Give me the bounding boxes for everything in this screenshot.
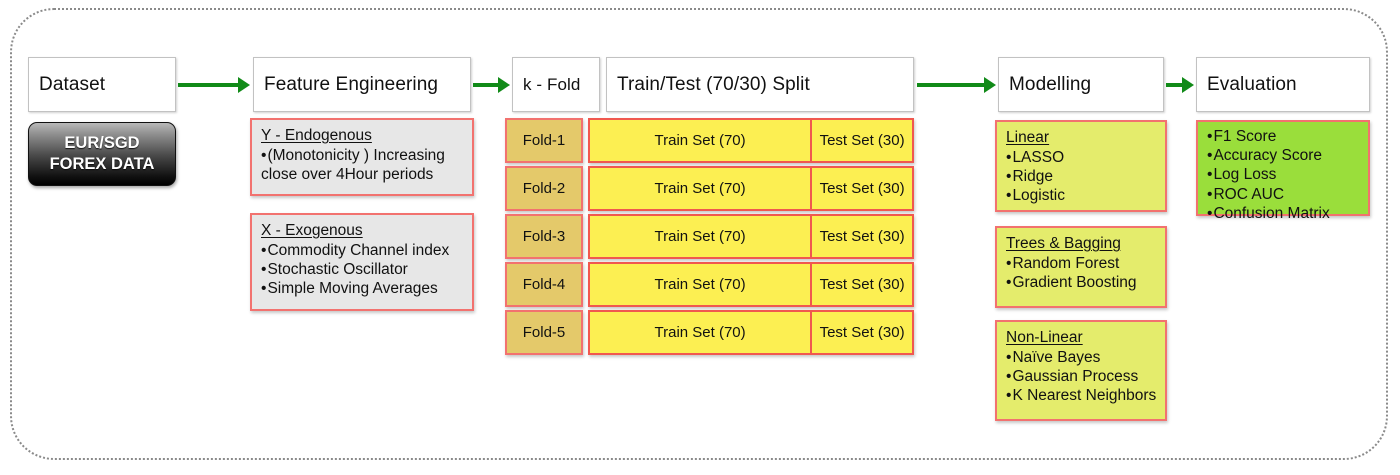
- list-item: Confusion Matrix: [1207, 204, 1360, 223]
- card-list-x-exogenous: Commodity Channel index Stochastic Oscil…: [261, 241, 464, 299]
- train-set-cell: Train Set (70): [590, 312, 813, 353]
- train-set-cell: Train Set (70): [590, 168, 813, 209]
- arrow-shaft: [917, 83, 985, 87]
- card-list-linear: LASSO Ridge Logistic: [1006, 148, 1157, 206]
- arrow-shaft: [473, 83, 499, 87]
- list-item: (Monotonicity ) Increasing: [261, 146, 464, 165]
- card-trees-bagging-models[interactable]: Trees & Bagging Random Forest Gradient B…: [995, 226, 1167, 308]
- card-x-exogenous[interactable]: X - Exogenous Commodity Channel index St…: [250, 213, 474, 311]
- arrow-feature-engineering-to-k-fold: [473, 76, 510, 94]
- stage-box-modelling[interactable]: Modelling: [998, 57, 1164, 112]
- card-title-x-exogenous: X - Exogenous: [261, 222, 363, 239]
- list-item: ROC AUC: [1207, 185, 1360, 204]
- arrow-dataset-to-feature-engineering: [178, 76, 250, 94]
- arrow-head: [984, 77, 996, 93]
- split-row-3[interactable]: Train Set (70) Test Set (30): [588, 214, 914, 259]
- train-set-cell: Train Set (70): [590, 120, 813, 161]
- list-item: Random Forest: [1006, 254, 1157, 273]
- stage-box-dataset[interactable]: Dataset: [28, 57, 176, 112]
- stage-label-k-fold: k - Fold: [523, 74, 581, 94]
- fold-label-1[interactable]: Fold-1: [505, 118, 583, 163]
- card-title-trees-bagging: Trees & Bagging: [1006, 235, 1121, 252]
- arrow-shaft: [178, 83, 239, 87]
- split-row-1[interactable]: Train Set (70) Test Set (30): [588, 118, 914, 163]
- fold-label-4[interactable]: Fold-4: [505, 262, 583, 307]
- train-set-cell: Train Set (70): [590, 216, 813, 257]
- card-non-linear-models[interactable]: Non-Linear Naïve Bayes Gaussian Process …: [995, 320, 1167, 421]
- arrow-head: [238, 77, 250, 93]
- list-item-continuation: close over 4Hour periods: [261, 166, 434, 184]
- stage-label-modelling: Modelling: [1009, 73, 1092, 95]
- stage-box-evaluation[interactable]: Evaluation: [1196, 57, 1370, 112]
- arrow-modelling-to-evaluation: [1166, 76, 1194, 94]
- card-y-endogenous[interactable]: Y - Endogenous (Monotonicity ) Increasin…: [250, 118, 474, 196]
- card-list-non-linear: Naïve Bayes Gaussian Process K Nearest N…: [1006, 348, 1157, 406]
- diagram-outer-frame: [10, 8, 1388, 460]
- dataset-chip-line-2: FOREX DATA: [49, 155, 155, 173]
- stage-label-train-test-split: Train/Test (70/30) Split: [617, 73, 810, 95]
- test-set-cell: Test Set (30): [812, 264, 912, 305]
- list-item: F1 Score: [1207, 127, 1360, 146]
- fold-label-3[interactable]: Fold-3: [505, 214, 583, 259]
- stage-label-evaluation: Evaluation: [1207, 73, 1297, 95]
- list-item: LASSO: [1006, 148, 1157, 167]
- list-item: Gaussian Process: [1006, 367, 1157, 386]
- split-row-4[interactable]: Train Set (70) Test Set (30): [588, 262, 914, 307]
- arrow-head: [1182, 77, 1194, 93]
- card-list-y-endogenous: (Monotonicity ) Increasing close over 4H…: [261, 146, 464, 184]
- stage-box-feature-engineering[interactable]: Feature Engineering: [253, 57, 471, 112]
- fold-label-5[interactable]: Fold-5: [505, 310, 583, 355]
- train-set-cell: Train Set (70): [590, 264, 813, 305]
- list-item: Gradient Boosting: [1006, 273, 1157, 292]
- test-set-cell: Test Set (30): [812, 120, 912, 161]
- card-linear-models[interactable]: Linear LASSO Ridge Logistic: [995, 120, 1167, 212]
- split-row-5[interactable]: Train Set (70) Test Set (30): [588, 310, 914, 355]
- stage-label-feature-engineering: Feature Engineering: [264, 73, 439, 95]
- test-set-cell: Test Set (30): [812, 168, 912, 209]
- arrow-head: [498, 77, 510, 93]
- dataset-chip[interactable]: EUR/SGD FOREX DATA: [28, 122, 176, 186]
- stage-box-train-test-split[interactable]: Train/Test (70/30) Split: [606, 57, 914, 112]
- fold-label-2[interactable]: Fold-2: [505, 166, 583, 211]
- stage-box-k-fold[interactable]: k - Fold: [512, 57, 600, 112]
- list-item: Simple Moving Averages: [261, 279, 464, 298]
- list-item: Log Loss: [1207, 165, 1360, 184]
- card-title-linear: Linear: [1006, 129, 1050, 146]
- split-row-2[interactable]: Train Set (70) Test Set (30): [588, 166, 914, 211]
- dataset-chip-line-1: EUR/SGD: [64, 134, 140, 153]
- list-item: Commodity Channel index: [261, 241, 464, 260]
- card-evaluation-metrics[interactable]: F1 Score Accuracy Score Log Loss ROC AUC…: [1196, 120, 1370, 222]
- card-list-trees-bagging: Random Forest Gradient Boosting: [1006, 254, 1157, 292]
- list-item: Naïve Bayes: [1006, 348, 1157, 367]
- list-item: Accuracy Score: [1207, 146, 1360, 165]
- test-set-cell: Test Set (30): [812, 312, 912, 353]
- stage-label-dataset: Dataset: [39, 73, 106, 95]
- card-list-evaluation: F1 Score Accuracy Score Log Loss ROC AUC…: [1207, 127, 1360, 223]
- card-title-y-endogenous: Y - Endogenous: [261, 127, 372, 144]
- test-set-cell: Test Set (30): [812, 216, 912, 257]
- list-item: Logistic: [1006, 186, 1157, 205]
- arrow-shaft: [1166, 83, 1183, 87]
- list-item: K Nearest Neighbors: [1006, 386, 1157, 405]
- list-item: Stochastic Oscillator: [261, 260, 464, 279]
- arrow-split-to-modelling: [917, 76, 996, 94]
- card-title-non-linear: Non-Linear: [1006, 329, 1083, 346]
- list-item: Ridge: [1006, 167, 1157, 186]
